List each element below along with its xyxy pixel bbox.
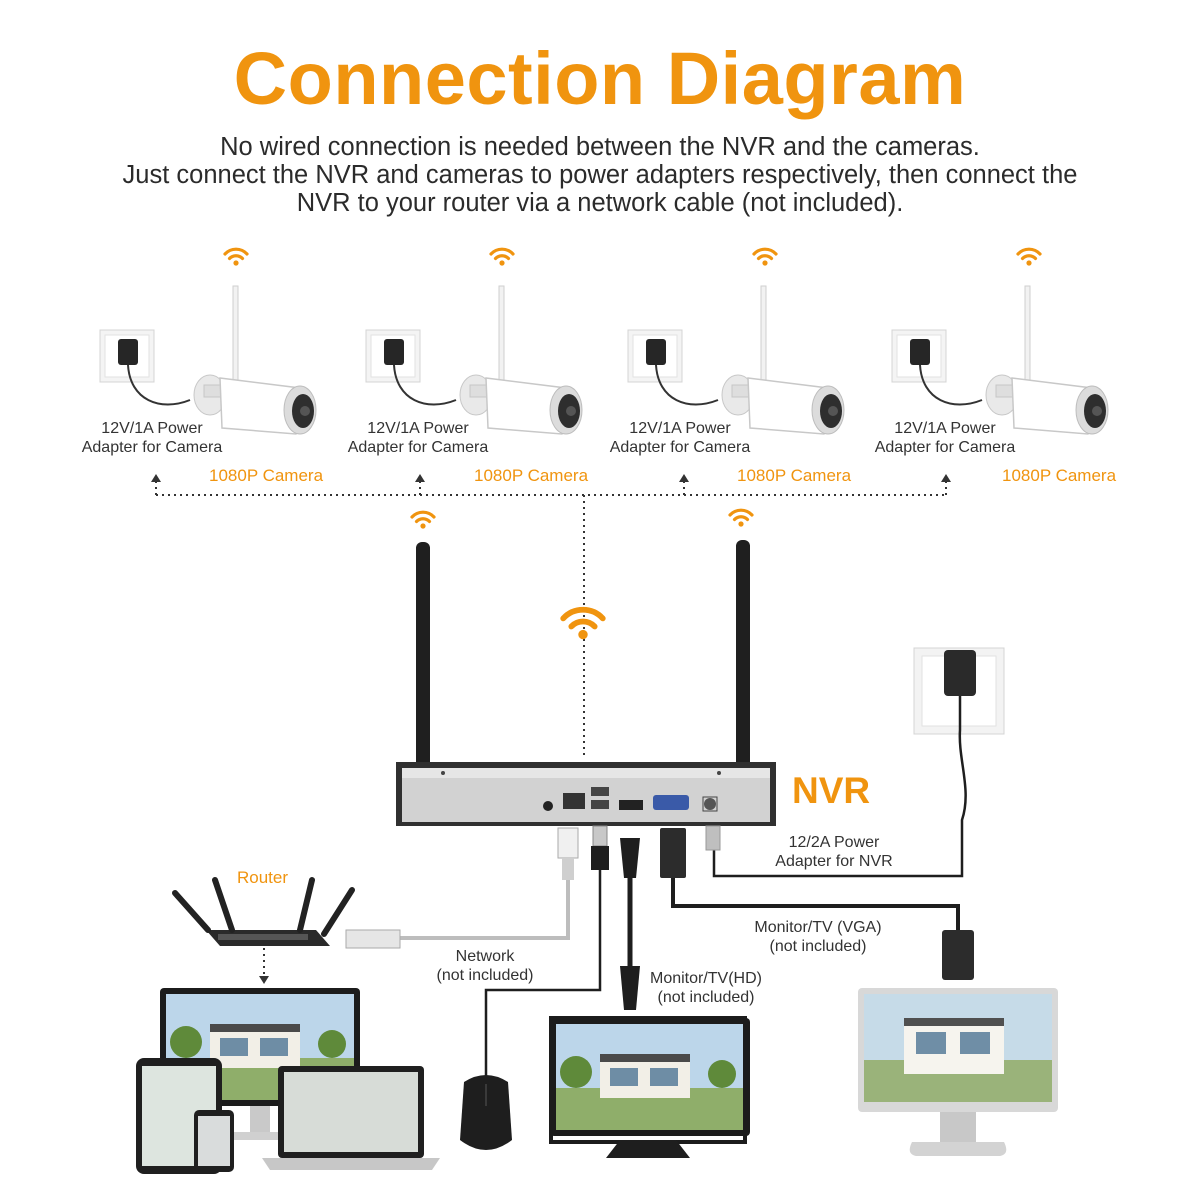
network-note: (not included) <box>436 967 534 984</box>
intro-line-2: Just connect the NVR and cameras to powe… <box>122 161 1078 189</box>
camera-1-adapter-line-2: Adapter for Camera <box>81 439 223 456</box>
camera-1-label: 1080P Camera <box>209 466 324 485</box>
monitor-hd-note: (not included) <box>657 989 755 1006</box>
camera-2-adapter-line-2: Adapter for Camera <box>347 439 489 456</box>
camera-4-adapter-line-2: Adapter for Camera <box>874 439 1016 456</box>
nvr-power-line-1: 12/2A Power <box>788 834 880 851</box>
camera-2-adapter-line-1: 12V/1A Power <box>367 420 469 437</box>
camera-1-adapter-line-1: 12V/1A Power <box>101 420 203 437</box>
camera-4-adapter-label: 12V/1A Power Adapter for Camera <box>869 419 1021 457</box>
camera-4-label: 1080P Camera <box>1002 466 1117 485</box>
nvr-power-adapter-label: 12/2A Power Adapter for NVR <box>762 833 906 871</box>
monitor-vga-label: Monitor/TV (VGA) (not included) <box>748 918 888 956</box>
camera-2-label: 1080P Camera <box>474 466 589 485</box>
camera-2-adapter-label: 12V/1A Power Adapter for Camera <box>342 419 494 457</box>
camera-3-label: 1080P Camera <box>737 466 852 485</box>
monitor-hd-label-text: Monitor/TV(HD) <box>649 970 762 987</box>
monitor-vga-label-text: Monitor/TV (VGA) <box>754 919 882 936</box>
camera-1-adapter-label: 12V/1A Power Adapter for Camera <box>76 419 228 457</box>
camera-4-adapter-line-1: 12V/1A Power <box>894 420 996 437</box>
intro-line-1: No wired connection is needed between th… <box>220 133 980 161</box>
camera-3-adapter-label: 12V/1A Power Adapter for Camera <box>604 419 756 457</box>
nvr-power-line-2: Adapter for NVR <box>775 853 893 870</box>
page-title: Connection Diagram <box>233 37 967 120</box>
router-label: Router <box>237 868 289 887</box>
monitor-vga-note: (not included) <box>769 938 867 955</box>
nvr-label: NVR <box>792 770 871 811</box>
intro-line-3: NVR to your router via a network cable (… <box>296 189 904 217</box>
network-label-text: Network <box>455 948 515 965</box>
network-label: Network (not included) <box>424 947 546 985</box>
monitor-hd-label: Monitor/TV(HD) (not included) <box>644 969 768 1007</box>
camera-3-adapter-line-2: Adapter for Camera <box>609 439 751 456</box>
camera-3-adapter-line-1: 12V/1A Power <box>629 420 731 437</box>
